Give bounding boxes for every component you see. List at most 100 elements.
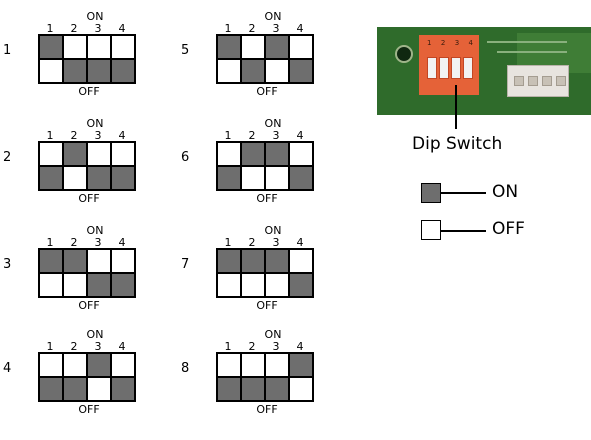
switch-2-top-cell xyxy=(241,249,265,273)
switch-4-bottom-cell xyxy=(289,166,313,190)
switch-1-top-cell xyxy=(217,35,241,59)
switch-4-bottom-cell xyxy=(111,273,135,297)
connector-pin xyxy=(528,76,538,86)
pin-numbers: 1 2 3 4 xyxy=(38,236,138,249)
switch-2-top-cell xyxy=(241,35,265,59)
switch-2-top-cell xyxy=(63,249,87,273)
switch-1-bottom-cell xyxy=(39,166,63,190)
switch-3-bottom-cell xyxy=(265,166,289,190)
switch-2-bottom-cell xyxy=(63,59,87,83)
switch-3-top-cell xyxy=(87,353,111,377)
on-label: ON xyxy=(264,10,282,23)
legend-on-swatch xyxy=(421,183,441,203)
dip-diagram-2: ON 1 2 3 4 2 OFF xyxy=(3,117,146,229)
switch-2-top-cell xyxy=(241,142,265,166)
switch-1-bottom-cell xyxy=(39,59,63,83)
switch-3-bottom-cell xyxy=(265,59,289,83)
on-label: ON xyxy=(86,328,104,341)
on-label: ON xyxy=(86,10,104,23)
configuration-number: 1 xyxy=(3,43,12,58)
pin-number: 4 xyxy=(296,340,304,353)
pin-number: 2 xyxy=(70,340,78,353)
switch-4-bottom-cell xyxy=(111,166,135,190)
pin-number: 3 xyxy=(94,129,102,142)
pin-number: 4 xyxy=(118,340,126,353)
switch-4-top-cell xyxy=(289,353,313,377)
switch-grid xyxy=(216,141,314,191)
on-label: ON xyxy=(86,117,104,130)
pin-number: 1 xyxy=(224,22,232,35)
pin-number: 3 xyxy=(272,340,280,353)
switch-4-top-cell xyxy=(111,249,135,273)
switch-grid xyxy=(38,34,136,84)
pin-number: 2 xyxy=(248,236,256,249)
pin-number: 1 xyxy=(46,22,54,35)
dip-diagram-4: ON 1 2 3 4 4 OFF xyxy=(3,328,146,440)
off-label: OFF xyxy=(78,85,100,98)
switch-4-bottom-cell xyxy=(289,377,313,401)
switch-4-top-cell xyxy=(289,249,313,273)
switch-3-top-cell xyxy=(265,249,289,273)
legend-on-label: ON xyxy=(492,182,519,202)
switch-3-top-cell xyxy=(87,249,111,273)
switch-2-bottom-cell xyxy=(241,166,265,190)
pin-number: 2 xyxy=(248,340,256,353)
pin-number: 1 xyxy=(224,129,232,142)
dip-diagram-3: ON 1 2 3 4 3 OFF xyxy=(3,224,146,336)
configuration-number: 5 xyxy=(181,43,190,58)
switch-grid xyxy=(216,34,314,84)
mounting-hole xyxy=(395,45,413,63)
switch-3-top-cell xyxy=(265,353,289,377)
switch-3-bottom-cell xyxy=(87,377,111,401)
switch-grid xyxy=(38,141,136,191)
switch-3-top-cell xyxy=(265,35,289,59)
switch-lever xyxy=(451,57,461,79)
switch-1-bottom-cell xyxy=(217,377,241,401)
switch-number: 2 xyxy=(440,39,446,47)
switch-4-top-cell xyxy=(289,35,313,59)
connector-pin xyxy=(514,76,524,86)
switch-number: 4 xyxy=(468,39,473,47)
off-label: OFF xyxy=(78,403,100,416)
switch-grid xyxy=(216,248,314,298)
switch-2-top-cell xyxy=(241,353,265,377)
pin-numbers: 1 2 3 4 xyxy=(216,22,316,35)
dip-diagram-6: ON 1 2 3 4 6 OFF xyxy=(181,117,324,229)
switch-3-top-cell xyxy=(265,142,289,166)
switch-1-top-cell xyxy=(217,353,241,377)
switch-1-bottom-cell xyxy=(39,273,63,297)
switch-4-bottom-cell xyxy=(111,59,135,83)
on-label: ON xyxy=(86,224,104,237)
switch-3-top-cell xyxy=(87,35,111,59)
pin-number: 2 xyxy=(248,22,256,35)
pin-numbers: 1 2 3 4 xyxy=(216,236,316,249)
pin-number: 3 xyxy=(94,22,102,35)
dip-diagram-5: ON 1 2 3 4 5 OFF xyxy=(181,10,324,122)
off-label: OFF xyxy=(256,192,278,205)
switch-lever xyxy=(427,57,437,79)
pin-number: 3 xyxy=(272,129,280,142)
switch-3-bottom-cell xyxy=(87,273,111,297)
switch-2-top-cell xyxy=(63,35,87,59)
dip-diagram-1: ON 1 2 3 4 1 OFF xyxy=(3,10,146,122)
switch-1-top-cell xyxy=(39,35,63,59)
switch-number: 3 xyxy=(454,39,460,47)
switch-1-bottom-cell xyxy=(39,377,63,401)
pin-number: 3 xyxy=(272,236,280,249)
circuit-board-photo: 1 2 3 4 xyxy=(377,27,591,115)
switch-2-bottom-cell xyxy=(63,166,87,190)
switch-grid xyxy=(38,248,136,298)
configuration-number: 4 xyxy=(3,361,12,376)
legend-off-swatch xyxy=(421,220,441,240)
configuration-number: 3 xyxy=(3,257,12,272)
on-label: ON xyxy=(264,224,282,237)
legend-off-line xyxy=(441,230,486,232)
switch-4-top-cell xyxy=(111,353,135,377)
dip-switch-component: 1 2 3 4 xyxy=(419,35,479,95)
pin-number: 4 xyxy=(118,22,126,35)
switch-grid xyxy=(216,352,314,402)
switch-1-top-cell xyxy=(39,353,63,377)
configuration-number: 6 xyxy=(181,150,190,165)
dip-diagram-7: ON 1 2 3 4 7 OFF xyxy=(181,224,324,336)
switch-2-bottom-cell xyxy=(241,59,265,83)
